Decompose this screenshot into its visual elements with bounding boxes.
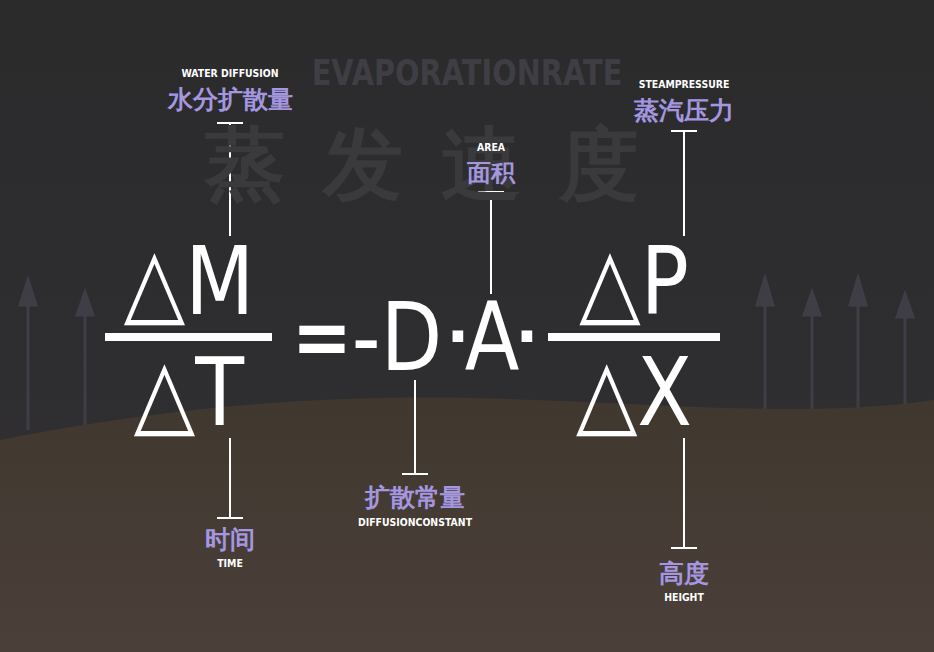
watermark-text: EVAPORATIONRATE <box>312 55 623 91</box>
english-label: STEAMPRESSURE <box>639 79 730 90</box>
term-label: 时间 <box>205 527 255 552</box>
term-label: 高度 <box>659 561 709 586</box>
term-label: 面积 <box>467 161 515 185</box>
term-label: 蒸汽压力 <box>634 98 734 123</box>
formula-symbol: -D <box>352 291 442 385</box>
formula-symbol: △P <box>579 235 689 329</box>
term-label: 水分扩散量 <box>168 87 293 112</box>
english-label: AREA <box>477 142 505 153</box>
term-label: 扩散常量 <box>365 485 465 510</box>
formula-symbol: A <box>465 291 520 385</box>
english-label: TIME <box>217 558 243 569</box>
english-label: DIFFUSIONCONSTANT <box>358 517 472 528</box>
formula-operator: = <box>292 298 352 378</box>
english-label: HEIGHT <box>664 592 704 603</box>
formula-symbol: △T <box>134 346 244 440</box>
english-label: WATER DIFFUSION <box>181 68 278 79</box>
formula-symbol: △M <box>124 235 254 329</box>
title-watermark: 蒸发速度 <box>167 125 677 205</box>
formula-symbol: △X <box>576 346 692 440</box>
formula-operator: · <box>516 306 539 366</box>
